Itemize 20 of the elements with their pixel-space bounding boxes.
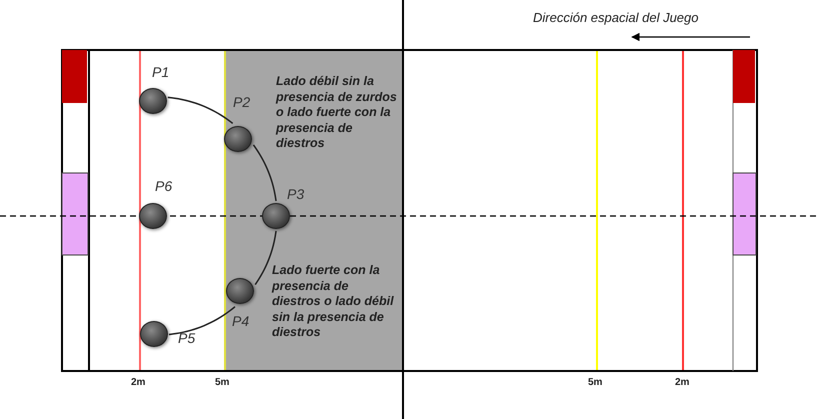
player-label: P2 [233,94,250,110]
player-label: P5 [178,330,196,346]
zone-description: Lado débil sin la presencia de zurdos o lado fuerte con la presencia de diestros [276,74,398,152]
direction-caption: Dirección espacial del Juego [533,10,698,25]
player-label: P3 [287,186,304,202]
connector-curve [252,144,277,202]
player-label: P6 [155,178,172,194]
distance-label: 5m [215,377,230,388]
connector-curve [254,230,277,286]
player-marker [140,321,168,347]
player-marker [139,203,167,229]
distance-label: 2m [675,377,690,388]
connector-curve [168,96,234,124]
connector-curve [168,306,236,336]
player-marker [139,88,167,114]
player-label: P1 [152,64,170,80]
zone-description: Lado fuerte con la presencia de diestros o lado débil sin la presencia de diestros [272,263,395,340]
distance-label: 5m [588,377,602,388]
player-label: P4 [232,313,250,329]
distance-label: 2m [131,377,146,388]
